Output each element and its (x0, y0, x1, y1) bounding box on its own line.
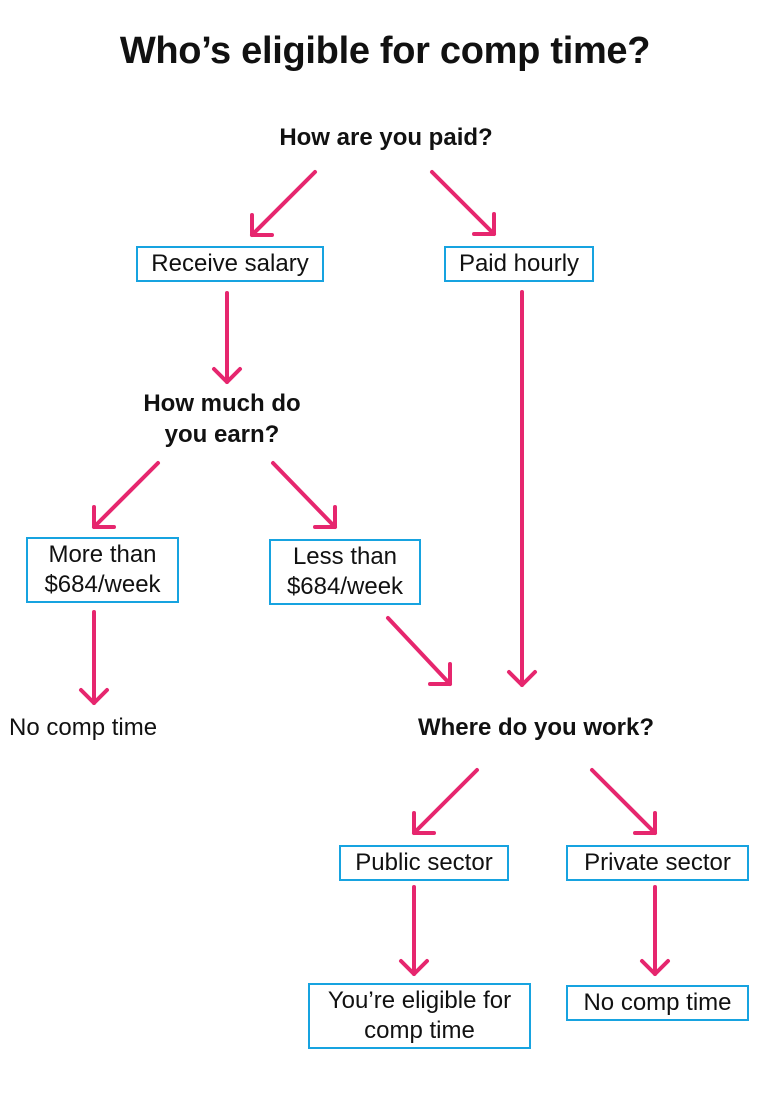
node-more-than-line1: More than (48, 541, 157, 568)
node-less-than: Less than $684/week (269, 539, 421, 605)
node-more-than: More than $684/week (26, 537, 179, 603)
arrow-more-to-nocomp (79, 610, 109, 705)
arrow-earn-to-less (271, 461, 337, 529)
question-how-much-earn: How much do you earn? (112, 388, 332, 450)
arrow-hourly-to-work (507, 290, 537, 687)
node-public-sector: Public sector (339, 845, 509, 881)
arrow-salary-to-earn (212, 291, 242, 384)
node-eligible: You’re eligible for comp time (308, 983, 531, 1049)
node-more-than-line2: $684/week (44, 571, 161, 598)
outcome-no-comp-left: No comp time (9, 714, 158, 741)
arrow-paid-to-salary (250, 170, 317, 237)
arrow-private-to-nocomp (640, 885, 670, 976)
node-private-sector: Private sector (566, 845, 749, 881)
question-how-paid: How are you paid? (279, 124, 493, 151)
node-eligible-line2: comp time (364, 1017, 475, 1044)
arrow-earn-to-more (92, 461, 160, 529)
node-less-than-line2: $684/week (286, 573, 404, 600)
node-eligible-line1: You’re eligible for (327, 987, 512, 1014)
arrow-work-to-private (590, 768, 657, 835)
node-less-than-line1: Less than (292, 543, 398, 570)
diagram-title: Who’s eligible for comp time? (119, 30, 651, 72)
outcome-no-comp-right: No comp time (566, 985, 749, 1021)
question-how-much-earn-line2: you earn? (164, 421, 280, 448)
node-receive-salary: Receive salary (136, 246, 324, 282)
node-paid-hourly: Paid hourly (444, 246, 594, 282)
arrow-paid-to-hourly (430, 170, 496, 236)
question-how-much-earn-line1: How much do (143, 390, 301, 417)
arrow-work-to-public (412, 768, 479, 835)
arrow-less-to-work (386, 616, 452, 686)
arrow-public-to-eligible (399, 885, 429, 976)
question-where-work: Where do you work? (417, 714, 654, 741)
